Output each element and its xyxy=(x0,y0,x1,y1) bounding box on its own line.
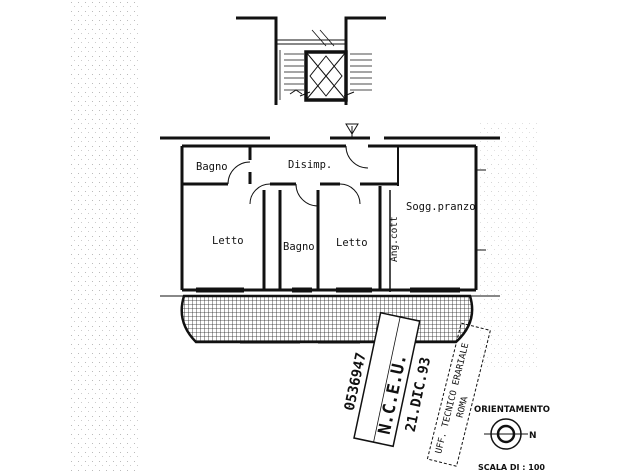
room-label-letto-mid: Letto xyxy=(336,237,368,249)
scan-noise-left xyxy=(68,0,138,474)
stairwell xyxy=(236,16,386,105)
orientation-label: ORIENTAMENTO xyxy=(474,405,550,415)
room-label-letto-left: Letto xyxy=(212,235,244,247)
room-label-sogg-pranzo: Sogg.pranzo xyxy=(406,201,476,213)
scan-noise-right xyxy=(478,120,538,370)
room-label-bagno-top: Bagno xyxy=(196,161,228,173)
orientation-compass: ORIENTAMENTO N xyxy=(474,405,550,450)
apartment-walls xyxy=(180,144,486,293)
room-label-bagno-mid: Bagno xyxy=(283,241,315,253)
balcony xyxy=(160,294,500,344)
room-label-disimp: Disimp. xyxy=(288,159,332,171)
scale-label: SCALA DI : 100 xyxy=(478,463,545,472)
corridor xyxy=(160,123,500,140)
room-label-ang-cott: Ang.cott xyxy=(389,216,400,262)
north-label: N xyxy=(529,431,537,441)
